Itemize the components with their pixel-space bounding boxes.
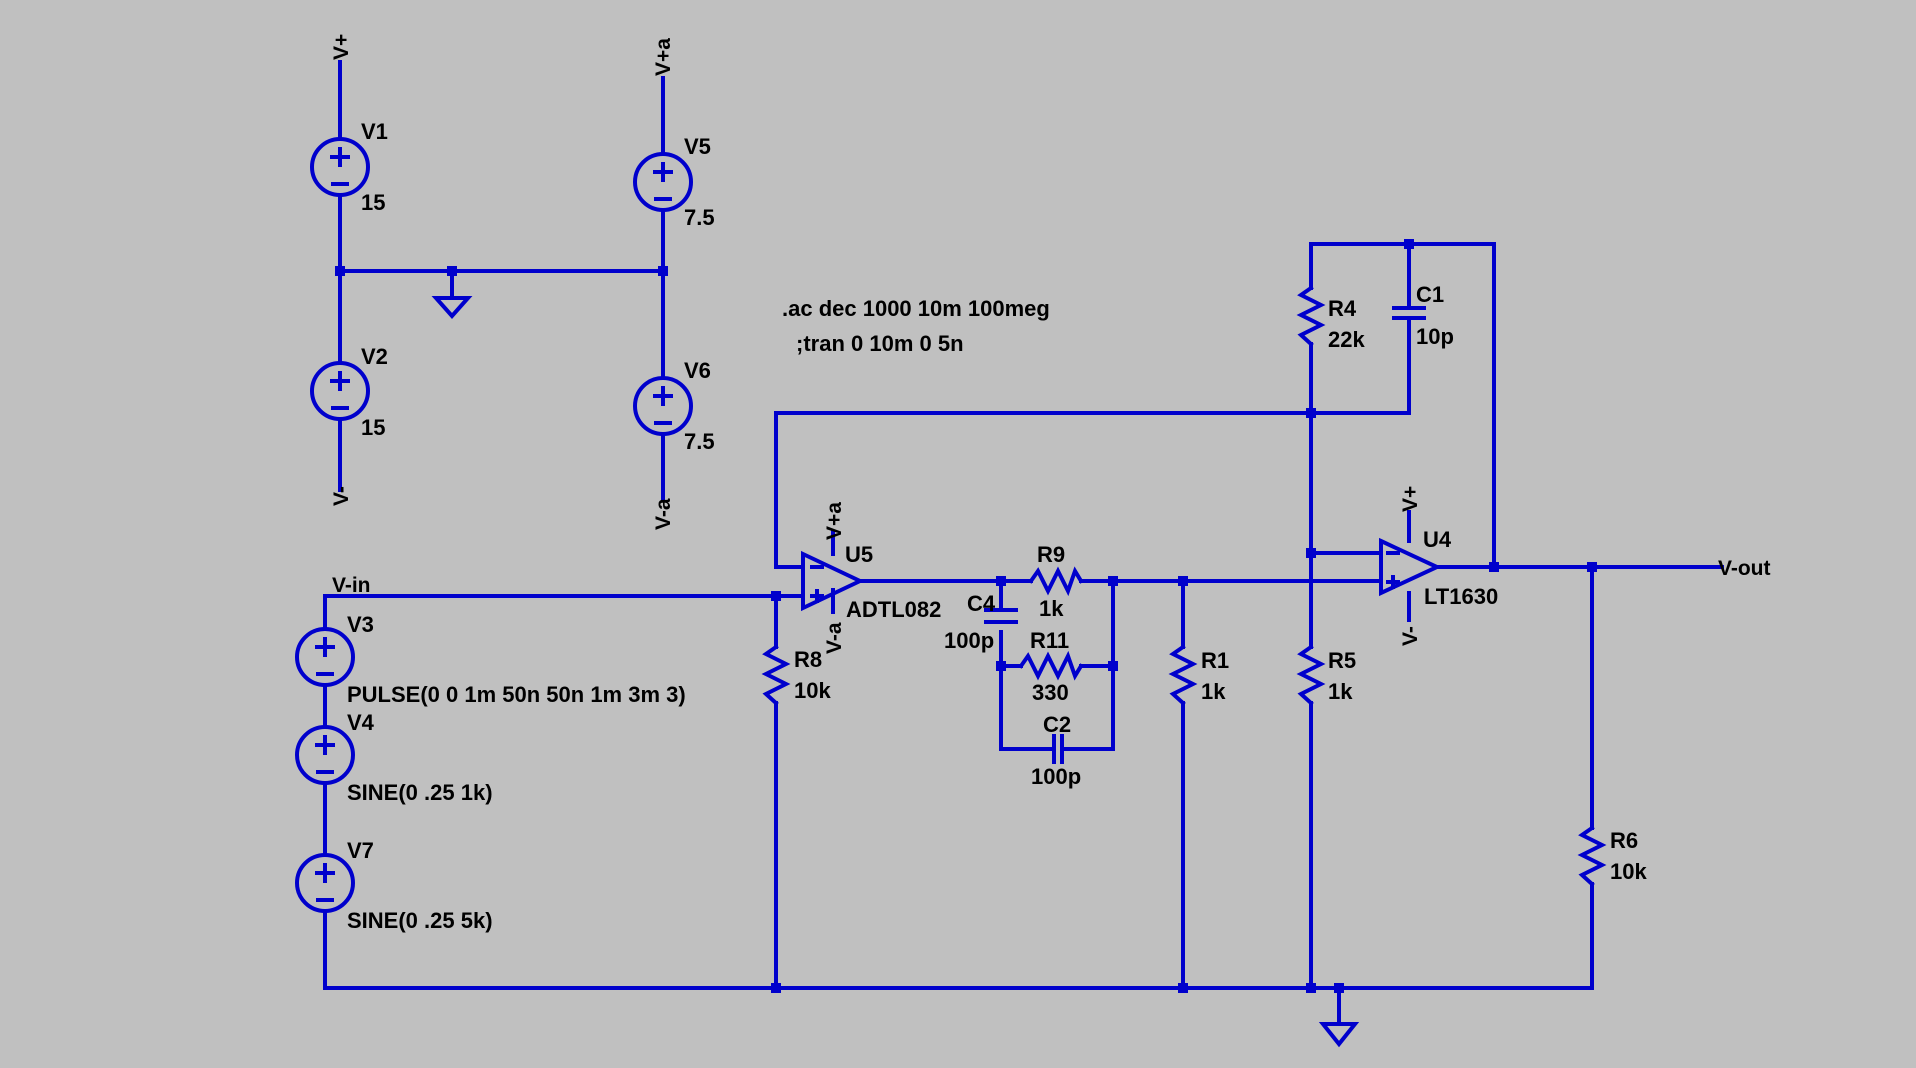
wires: [323, 60, 1724, 1026]
capacitor-c4[interactable]: [984, 608, 1018, 624]
capacitor-c2[interactable]: [1014, 734, 1071, 764]
netlabel-vout: V-out: [1718, 557, 1771, 580]
label-r6-name: R6: [1610, 828, 1638, 853]
label-c1-value: 10p: [1416, 324, 1454, 349]
label-r9-value: 1k: [1039, 596, 1064, 621]
label-u5-value: ADTL082: [846, 597, 941, 622]
capacitor-c1[interactable]: [1392, 306, 1426, 320]
label-v3-value: PULSE(0 0 1m 50n 50n 1m 3m 3): [347, 682, 686, 707]
label-v4-value: SINE(0 .25 1k): [347, 780, 493, 805]
resistor-r11[interactable]: [1018, 650, 1084, 681]
netlabel-u5-vminus-a: V-a: [823, 622, 846, 654]
source-v7[interactable]: [295, 853, 355, 913]
label-r11-name: R11: [1030, 628, 1069, 653]
label-r11-value: 330: [1032, 680, 1069, 705]
label-r8-name: R8: [794, 647, 822, 672]
label-v6-name: V6: [684, 358, 711, 383]
netlabel-u4-vplus: V+: [1399, 486, 1422, 512]
resistor-r9[interactable]: [1028, 566, 1084, 597]
label-v7-value: SINE(0 .25 5k): [347, 908, 493, 933]
resistor-r8[interactable]: [761, 644, 791, 706]
label-v5-value: 7.5: [684, 205, 715, 230]
spice-directive-tran[interactable]: ;tran 0 10m 0 5n: [796, 331, 964, 356]
label-u4-value: LT1630: [1424, 584, 1498, 609]
resistor-r5[interactable]: [1296, 644, 1326, 706]
label-r1-value: 1k: [1201, 679, 1226, 704]
opamp-u5[interactable]: [801, 550, 865, 612]
label-u4-name: U4: [1423, 527, 1452, 552]
resistor-r1[interactable]: [1168, 644, 1198, 706]
opamp-u4[interactable]: [1379, 537, 1442, 597]
label-r5-value: 1k: [1328, 679, 1353, 704]
label-v7-name: V7: [347, 838, 374, 863]
spice-directive-ac[interactable]: .ac dec 1000 10m 100meg: [782, 296, 1050, 321]
label-v3-name: V3: [347, 612, 374, 637]
netlabel-vin: V-in: [332, 574, 371, 597]
netlabel-u5-vplus-a: V+a: [823, 502, 846, 540]
label-v5-name: V5: [684, 134, 711, 159]
netlabel-vplus-a-v5: V+a: [652, 38, 675, 76]
label-c2-name: C2: [1043, 712, 1071, 737]
netlabel-vminus-v2: V-: [330, 486, 353, 506]
source-v3[interactable]: [295, 627, 355, 687]
junction-dots: [335, 239, 1597, 993]
netlabel-u4-vminus: V-: [1399, 626, 1422, 646]
label-c1-name: C1: [1416, 282, 1444, 307]
source-v6[interactable]: [633, 376, 693, 436]
netlabel-vminus-a-v6: V-a: [652, 498, 675, 530]
label-v4-name: V4: [347, 710, 375, 735]
label-r1-name: R1: [1201, 648, 1229, 673]
label-v1-value: 15: [361, 190, 385, 215]
ground-symbol-bottom: [1318, 1022, 1360, 1048]
label-r8-value: 10k: [794, 678, 831, 703]
resistor-r4[interactable]: [1296, 285, 1326, 347]
source-v1[interactable]: [310, 137, 370, 197]
label-v2-value: 15: [361, 415, 385, 440]
netlabel-vplus-v1: V+: [330, 34, 353, 60]
label-u5-name: U5: [845, 542, 873, 567]
resistor-r6[interactable]: [1577, 825, 1607, 887]
label-r4-name: R4: [1328, 296, 1357, 321]
label-v6-value: 7.5: [684, 429, 715, 454]
source-v2[interactable]: [310, 361, 370, 421]
label-r6-value: 10k: [1610, 859, 1647, 884]
label-r5-name: R5: [1328, 648, 1356, 673]
label-c4-value: 100p: [944, 628, 994, 653]
label-r4-value: 22k: [1328, 327, 1365, 352]
ground-symbol-top: [431, 296, 473, 320]
source-v5[interactable]: [633, 152, 693, 212]
source-v4[interactable]: [295, 725, 355, 785]
label-v2-name: V2: [361, 344, 388, 369]
label-c4-name: C4: [967, 591, 996, 616]
label-c2-value: 100p: [1031, 764, 1081, 789]
label-r9-name: R9: [1037, 542, 1065, 567]
label-v1-name: V1: [361, 119, 388, 144]
